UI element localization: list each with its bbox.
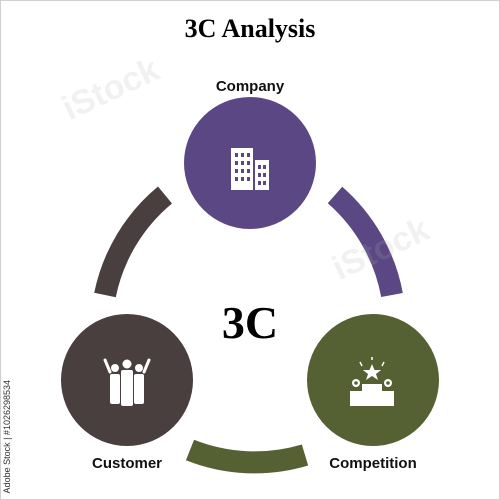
arc-customer-to-company: [94, 186, 173, 298]
office-building-icon: [231, 148, 269, 190]
stock-id-tag: Adobe Stock | #1026298534: [2, 380, 12, 494]
competition-label: Competition: [329, 455, 417, 472]
company-label: Company: [215, 78, 285, 95]
arc-competition-to-customer: [185, 439, 309, 474]
people-group-icon: [103, 358, 151, 406]
center-label: 3C: [222, 297, 278, 348]
customer-label: Customer: [91, 455, 162, 472]
diagram-title: 3C Analysis: [184, 14, 316, 43]
arc-company-to-competition: [327, 186, 403, 298]
podium-winner-icon: [350, 357, 394, 406]
competition-circle: [307, 314, 439, 446]
